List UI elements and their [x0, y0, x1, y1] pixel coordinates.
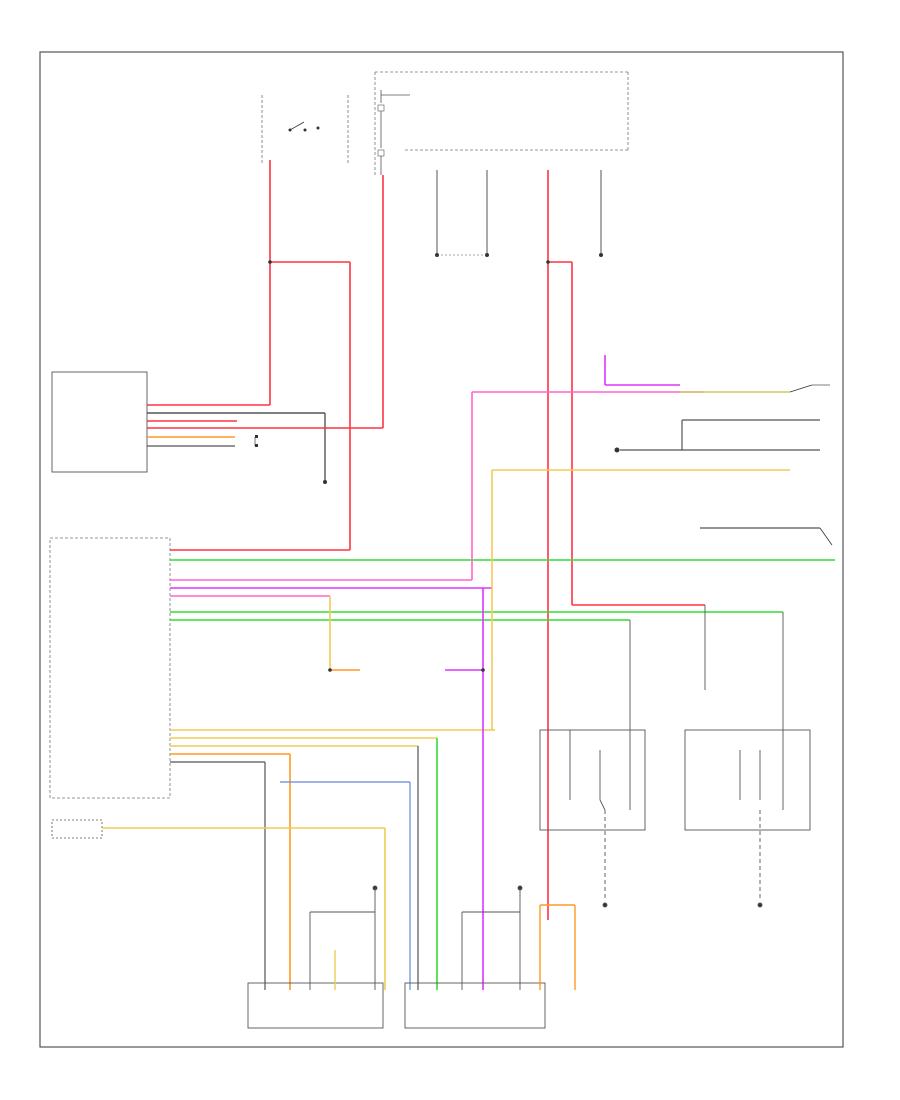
diagram-border — [39, 51, 844, 1048]
ignition-switch — [261, 95, 349, 165]
right-switches — [604, 355, 833, 546]
splices — [268, 260, 550, 672]
remote-receiver — [51, 819, 386, 990]
passenger-door-lock — [247, 885, 384, 1029]
right-door-switch — [684, 612, 811, 908]
left-door-switch — [539, 605, 706, 908]
left-module-top — [51, 371, 383, 484]
top-grounds — [435, 170, 603, 257]
instrument-cluster — [49, 537, 835, 799]
fuse-block — [374, 71, 629, 175]
driver-door-lock — [404, 885, 576, 1029]
red-power-wires — [269, 160, 705, 920]
center-vertical-wires — [264, 391, 790, 990]
